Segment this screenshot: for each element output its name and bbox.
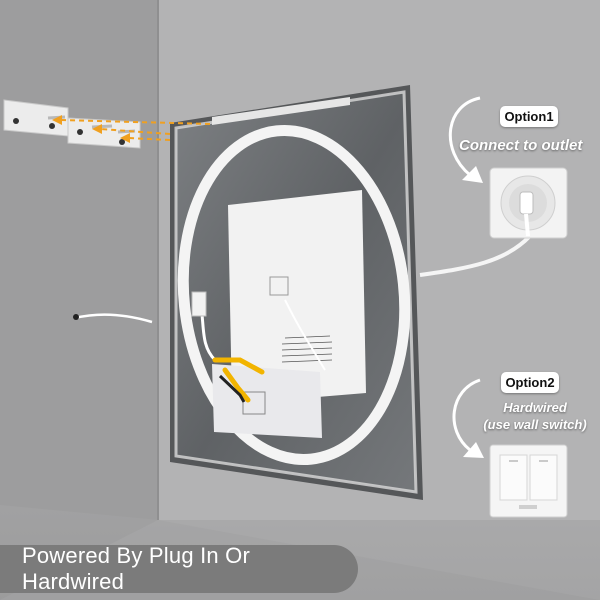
yellow-wire-connector bbox=[212, 357, 265, 375]
option1-caption: Connect to outlet bbox=[459, 137, 582, 154]
banner-text: Powered By Plug In Or Hardwired bbox=[22, 543, 250, 594]
option1-badge: Option1 bbox=[500, 106, 558, 127]
option2-caption: Hardwired (use wall switch) bbox=[470, 399, 600, 433]
driver-label bbox=[242, 391, 266, 415]
label-sheet bbox=[228, 190, 366, 404]
option1-curve bbox=[448, 96, 481, 177]
left-wall bbox=[0, 0, 158, 600]
driver-box bbox=[212, 364, 322, 438]
option1-badge-label: Option1 bbox=[504, 109, 554, 124]
outlet-cable bbox=[419, 234, 532, 277]
led-ring bbox=[177, 125, 411, 465]
wall-cable-end bbox=[73, 314, 79, 320]
wall-brackets bbox=[3, 99, 141, 149]
top-mounting-bar bbox=[212, 97, 350, 125]
option1-caption-text: Connect to outlet bbox=[459, 137, 583, 154]
arrow-heads bbox=[52, 115, 130, 143]
spec-label-text bbox=[281, 335, 333, 363]
black-wire bbox=[218, 374, 246, 403]
install-guide-arrows bbox=[59, 119, 211, 141]
wall-switch bbox=[489, 444, 568, 518]
bottom-banner: Powered By Plug In Or Hardwired bbox=[0, 543, 358, 594]
option1-arrowhead bbox=[462, 166, 483, 183]
wall-outlet bbox=[489, 167, 568, 239]
option2-caption-line2: (use wall switch) bbox=[483, 417, 587, 432]
option2-curve bbox=[452, 378, 481, 452]
yellow-wire-connector-2 bbox=[222, 367, 251, 403]
wall-cable bbox=[74, 313, 153, 324]
option2-caption-line1: Hardwired bbox=[503, 400, 567, 415]
defog-cable bbox=[284, 299, 326, 371]
option2-badge: Option2 bbox=[501, 372, 559, 393]
option2-arrowhead bbox=[463, 442, 484, 458]
option2-badge-label: Option2 bbox=[505, 375, 555, 390]
plug-head bbox=[191, 291, 207, 317]
defog-pad-marker bbox=[269, 276, 289, 296]
